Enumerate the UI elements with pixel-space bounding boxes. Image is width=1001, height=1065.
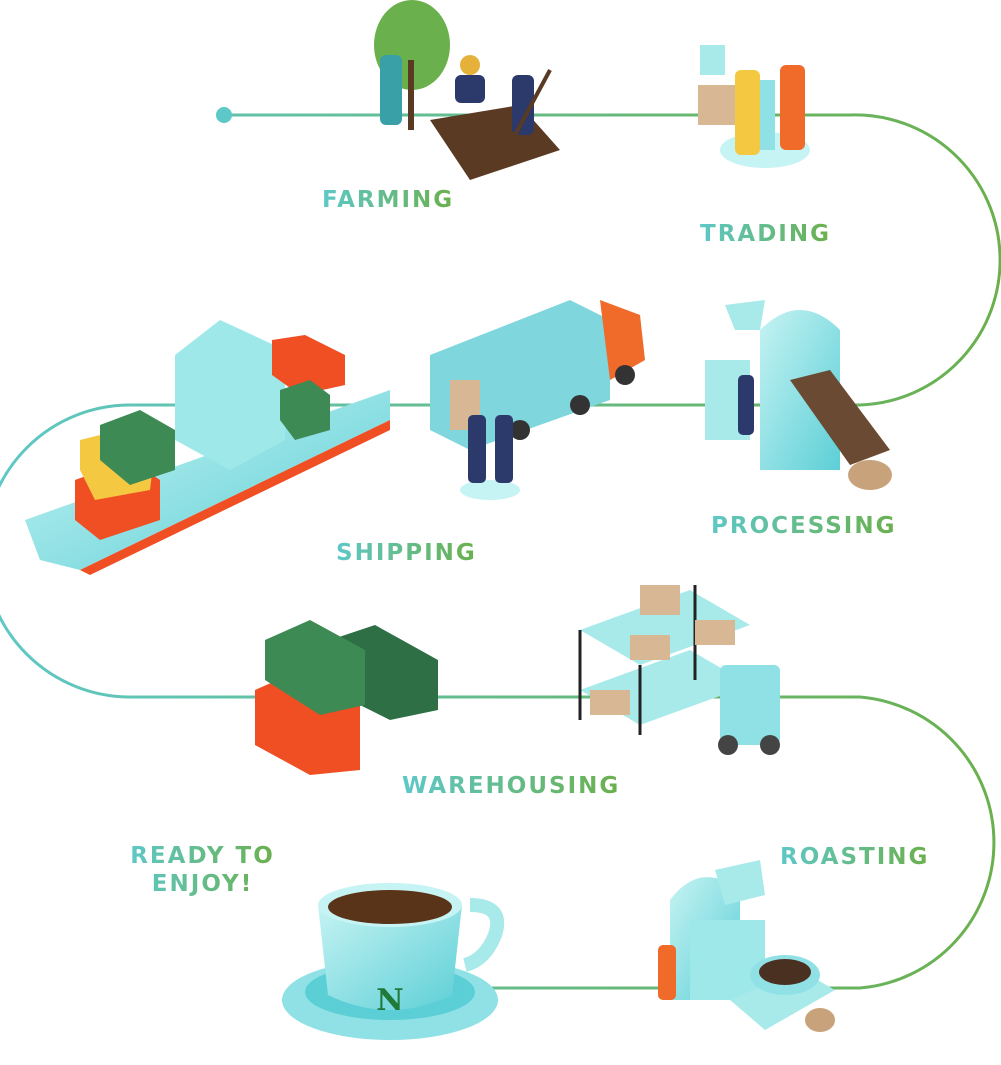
start-dot [216,107,232,123]
step-label-processing: PROCESSING [711,513,897,539]
step-label-shipping: SHIPPING [336,540,477,566]
warehouse-containers-illustration [255,620,438,775]
step-label-roasting: ROASTING [780,844,930,870]
processing-illustration [705,300,892,490]
roasting-illustration [658,860,835,1032]
step-label-warehousing: WAREHOUSING [402,773,621,799]
farming-illustration [374,0,560,180]
warehouse-shelf-illustration [578,585,780,755]
truck-illustration [430,300,645,500]
trading-illustration [698,45,810,168]
step-label-farming: FARMING [322,187,455,213]
coffee-cup-illustration: N [282,883,505,1040]
step-label-trading: TRADING [700,221,831,247]
step-label-ready-to-enjoy: READY TO ENJOY! [130,843,275,897]
ship-illustration [25,320,390,575]
journey-path [0,113,1001,990]
cup-logo: N [376,983,403,1018]
